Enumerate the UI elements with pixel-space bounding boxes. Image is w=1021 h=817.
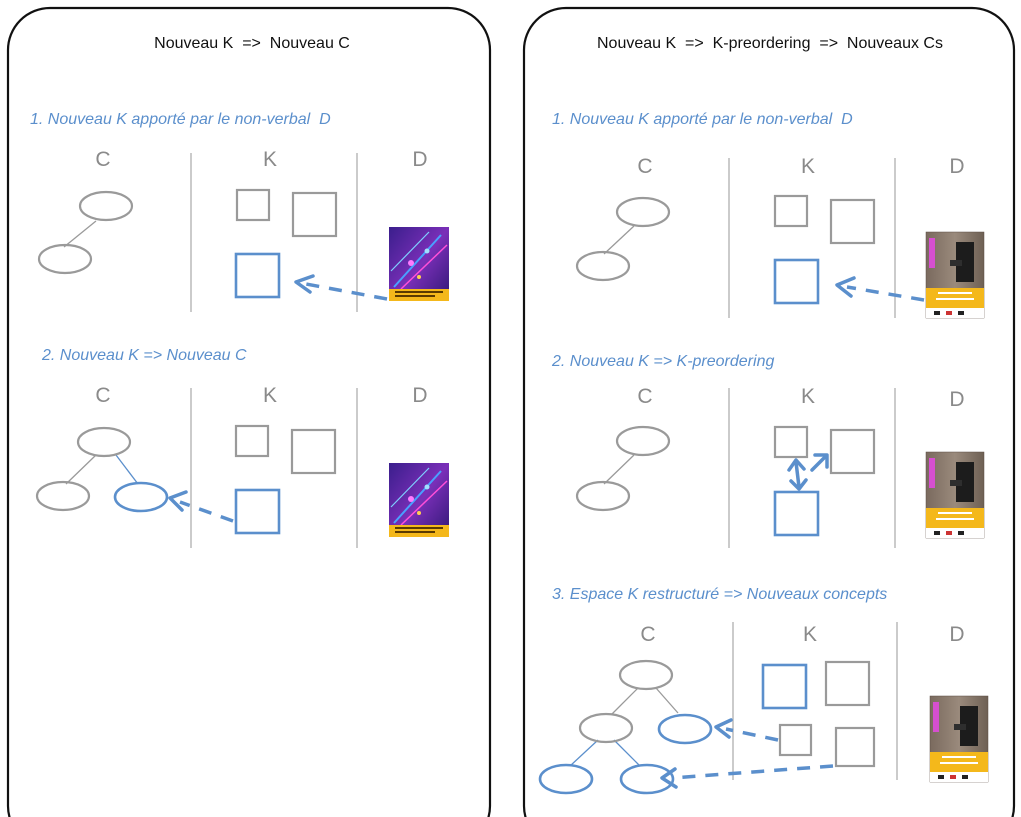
right-step2-moved-knowledge-box: [773, 490, 820, 537]
right-step1-concept-link: [603, 225, 635, 255]
right-step1-knowledge-box: [773, 194, 809, 228]
right-step2-image: [925, 451, 985, 539]
left-step2-col-d: D: [412, 384, 427, 407]
right-step2-reorder-arrow: [810, 454, 828, 472]
right-step2-col-c: C: [637, 385, 652, 408]
right-step2-reorder-arrowhead: [789, 478, 808, 491]
right-step3-col-c: C: [640, 623, 655, 646]
right-step1-concept-node: [615, 196, 671, 228]
right-step2-col-k: K: [801, 385, 815, 408]
left-step2-knowledge-box: [290, 428, 337, 475]
right-step3-col-d: D: [949, 623, 964, 646]
right-step2-concept-link: [603, 454, 635, 485]
right-step2-reorder-arrow: [794, 460, 801, 489]
right-step2-label: 2. Nouveau K => K-preordering: [551, 353, 774, 370]
right-step3-concept-node: [578, 712, 634, 744]
right-step3-concept-node: [618, 659, 674, 691]
left-step2-label: 2. Nouveau K => Nouveau C: [41, 347, 247, 364]
right-step3-concept-link: [611, 687, 639, 715]
left-step1-col-d: D: [412, 148, 427, 171]
right-step1-new-knowledge-box: [773, 258, 820, 305]
left-step1: 1. Nouveau K apporté par le non-verbal D…: [30, 111, 450, 312]
left-step1-arrowhead: [294, 274, 315, 294]
left-panel-title: Nouveau K => Nouveau C: [154, 35, 350, 52]
right-step3-concept-link: [655, 687, 679, 714]
right-step3-new-concept-node: [619, 763, 675, 795]
right-step3-new-concept-node: [538, 763, 594, 795]
right-step3-label: 3. Espace K restructuré => Nouveaux conc…: [552, 586, 887, 603]
left-step1-new-knowledge-box: [234, 252, 281, 299]
right-step3-knowledge-box: [778, 723, 813, 757]
left-step1-knowledge-box: [291, 191, 338, 238]
right-step3-new-concept-node: [657, 713, 713, 745]
right-step1-arrowhead: [835, 276, 856, 298]
left-step2-new-concept-node: [113, 481, 169, 513]
right-step2: 2. Nouveau K => K-preordering C K D: [551, 353, 985, 548]
left-step1-concept-link: [63, 220, 97, 248]
left-step1-concept-node: [78, 190, 134, 222]
right-step2-knowledge-box: [773, 425, 809, 459]
left-step1-image: [388, 226, 450, 308]
right-step3-new-concept-link: [569, 739, 599, 767]
right-step1-col-k: K: [801, 155, 815, 178]
left-step2-col-k: K: [263, 384, 277, 407]
left-step1-label: 1. Nouveau K apporté par le non-verbal D: [30, 111, 331, 128]
right-step1-col-d: D: [949, 155, 964, 178]
left-step2-concept-node: [35, 480, 91, 512]
right-panel-frame: [522, 6, 1016, 817]
right-step3-restructured-knowledge-box: [761, 663, 808, 710]
right-panel-title: Nouveau K => K-preordering => Nouveaux C…: [597, 35, 943, 52]
left-step2-image: [388, 462, 450, 544]
left-step2-knowledge-box: [234, 424, 270, 458]
left-step2-col-c: C: [95, 384, 110, 407]
left-step2-new-concept-link: [115, 454, 139, 485]
left-step1-concept-node: [37, 243, 93, 275]
left-step2-arrowhead: [168, 490, 188, 512]
right-step1: 1. Nouveau K apporté par le non-verbal D…: [552, 111, 985, 319]
right-step3-arrowhead: [714, 718, 733, 739]
left-step1-knowledge-box: [235, 188, 271, 222]
right-step3-knowledge-box: [834, 726, 876, 768]
right-step1-knowledge-box: [829, 198, 876, 245]
left-step2: 2. Nouveau K => Nouveau C C K D: [35, 347, 450, 548]
right-step2-concept-node: [575, 480, 631, 512]
right-step2-reorder-arrowhead: [787, 458, 806, 472]
right-step1-col-c: C: [637, 155, 652, 178]
right-step3-arrowhead: [660, 767, 678, 789]
right-step1-label: 1. Nouveau K apporté par le non-verbal D: [552, 111, 853, 128]
right-step2-knowledge-box: [829, 428, 876, 475]
right-panel: Nouveau K => K-preordering => Nouveaux C…: [522, 6, 1016, 817]
left-step2-concept-node: [76, 426, 132, 458]
right-step3-col-k: K: [803, 623, 817, 646]
left-step2-new-knowledge-box: [234, 488, 281, 535]
right-step1-concept-node: [575, 250, 631, 282]
left-step2-concept-link: [65, 454, 97, 485]
right-step2-col-d: D: [949, 388, 964, 411]
right-step3-knowledge-box: [824, 660, 871, 707]
right-step2-concept-node: [615, 425, 671, 457]
left-step2-dashed-arrow: [179, 500, 234, 523]
right-step3: 3. Espace K restructuré => Nouveaux conc…: [538, 586, 989, 795]
left-step1-col-c: C: [95, 148, 110, 171]
left-panel-frame: [6, 6, 492, 817]
right-step3-dashed-arrow: [725, 727, 779, 742]
right-step3-image: [929, 695, 989, 783]
right-step3-new-concept-link: [613, 739, 641, 767]
right-step3-dashed-arrow: [671, 764, 834, 780]
right-step1-image: [925, 231, 985, 319]
left-step1-col-k: K: [263, 148, 277, 171]
left-panel: Nouveau K => Nouveau C 1. Nouveau K appo…: [6, 6, 492, 817]
right-step2-reorder-arrowhead: [813, 453, 829, 469]
